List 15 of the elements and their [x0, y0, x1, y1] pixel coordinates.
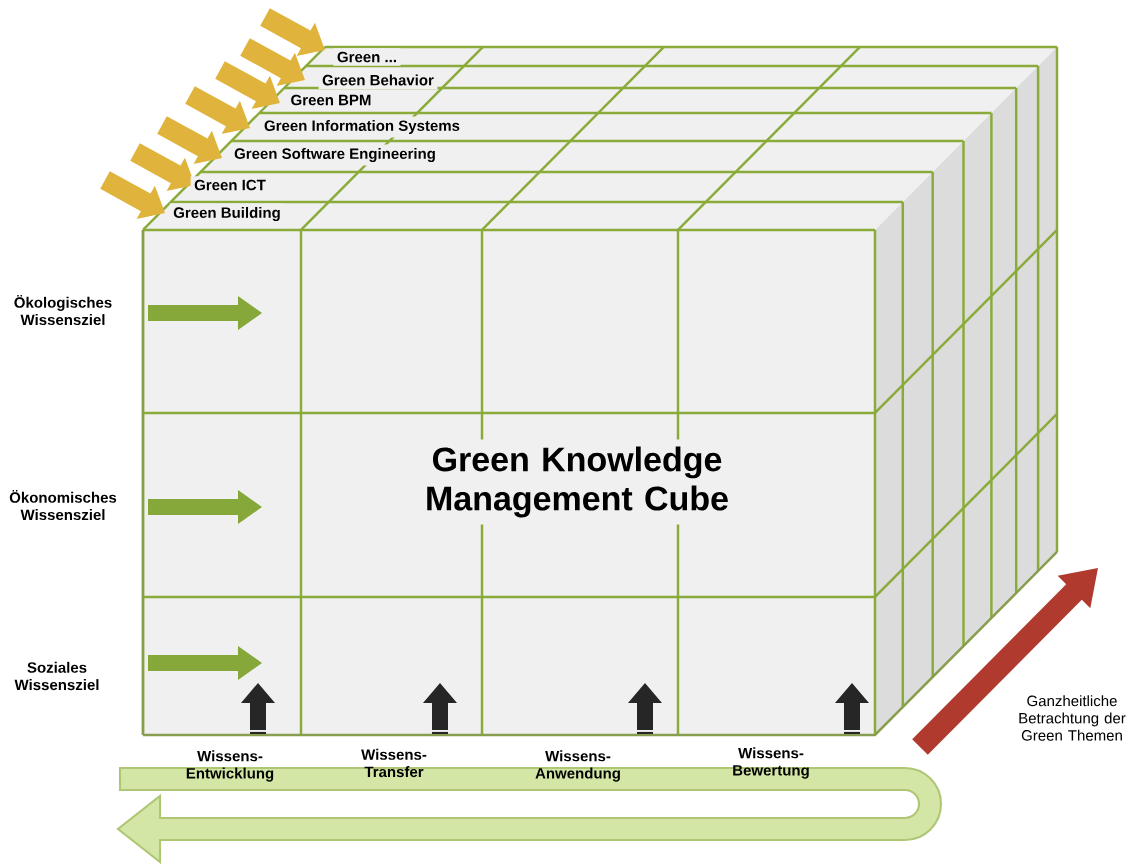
row-label: Ökologisches Wissensziel	[14, 294, 112, 326]
topic-label: Green Building	[169, 203, 285, 225]
cube-title: Green Knowledge Management Cube	[404, 439, 749, 525]
axis-label: Ganzheitliche Betrachtung der Green Themen	[1019, 695, 1126, 741]
column-label: Wissens- Anwendung	[535, 750, 620, 782]
topic-label: Green Information Systems	[260, 116, 464, 138]
topic-label: Green ...	[333, 48, 401, 66]
topic-label: Green BPM	[287, 91, 375, 109]
column-label: Wissens- Transfer	[361, 748, 427, 778]
row-label: Ökonomisches Wissensziel	[9, 489, 117, 521]
column-label: Wissens- Entwicklung	[186, 750, 274, 782]
topic-label: Green Software Engineering	[230, 144, 440, 166]
topic-label: Green ICT	[190, 176, 270, 194]
row-label: Soziales Wissensziel	[14, 661, 99, 691]
column-label: Wissens- Bewertung	[733, 747, 809, 779]
